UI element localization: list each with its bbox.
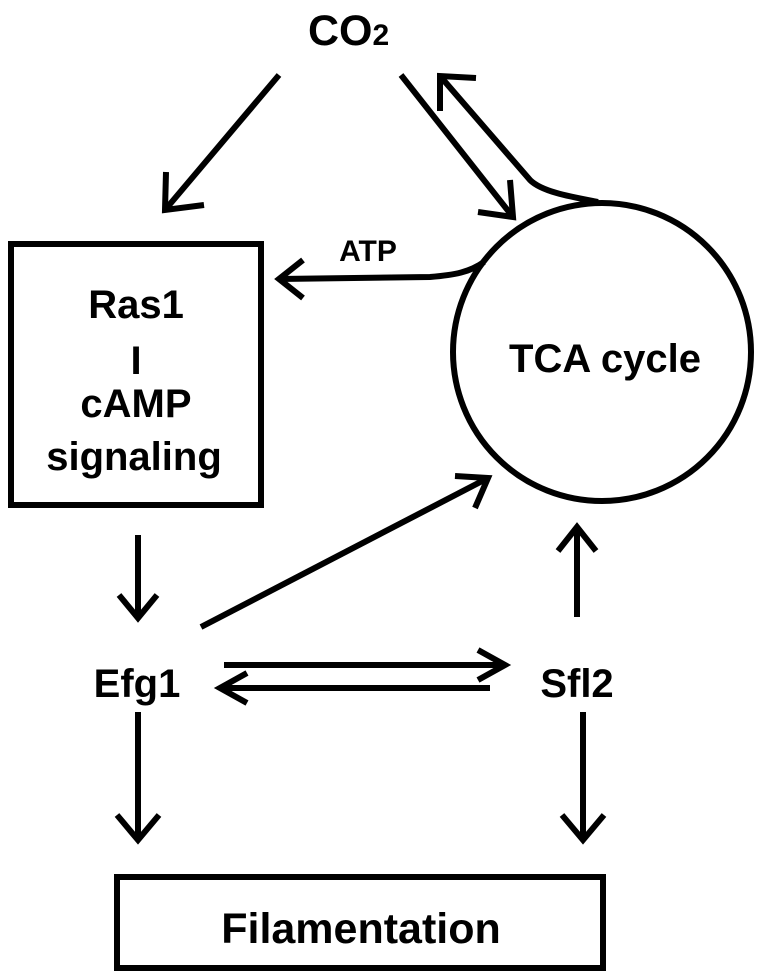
filamentation-label: Filamentation	[221, 905, 501, 953]
atp-label: ATP	[339, 235, 397, 268]
ras-camp-box	[8, 241, 264, 508]
arrow-efg1-to-sfl2	[224, 647, 512, 683]
tca-cycle-label: TCA cycle	[509, 337, 701, 381]
co2-label: CO2	[308, 7, 389, 55]
arrow-ras-to-efg1	[116, 535, 160, 623]
filamentation-box	[114, 874, 606, 971]
efg1-label: Efg1	[94, 662, 181, 706]
ras-line-4: signaling	[46, 435, 222, 479]
arrow-tca-to-ras-atp	[274, 257, 486, 301]
arrow-efg1-to-filamentation	[114, 712, 162, 845]
arrow-co2-to-tca	[398, 73, 517, 221]
arrow-sfl2-to-tca	[555, 522, 599, 617]
ras-line-2: I	[130, 339, 141, 383]
arrow-sfl2-to-efg1	[213, 670, 490, 706]
arrow-tca-to-co2	[437, 72, 599, 205]
arrow-co2-to-ras	[161, 73, 282, 214]
ras-line-3: cAMP	[80, 382, 191, 426]
tca-cycle-circle	[450, 200, 754, 504]
arrow-efg1-to-tca	[199, 473, 493, 630]
ras-line-1: Ras1	[88, 283, 184, 327]
arrow-sfl2-to-filamentation	[559, 712, 607, 845]
sfl2-label: Sfl2	[540, 662, 613, 706]
